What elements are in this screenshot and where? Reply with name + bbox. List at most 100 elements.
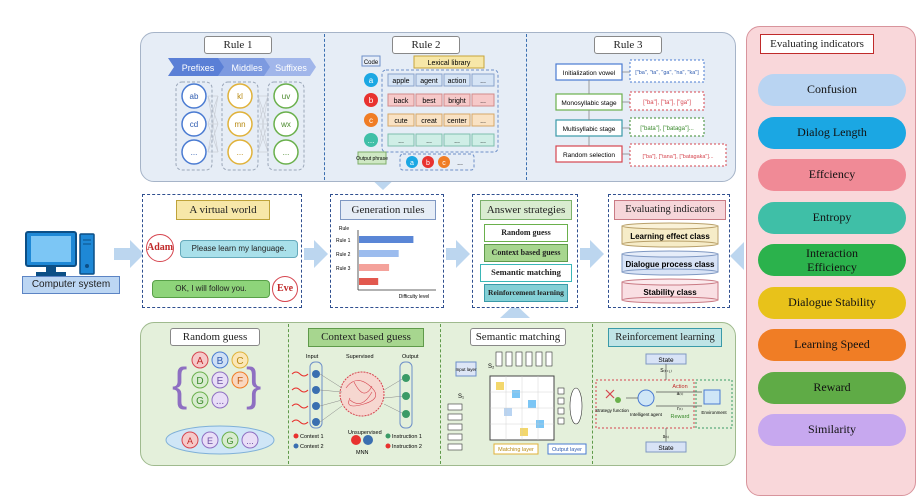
random-letter-f: F — [237, 376, 243, 387]
message-eve: OK, I will follow you. — [152, 280, 270, 298]
context-supervised-label: Supervised — [346, 354, 374, 360]
random-letter-g: G — [196, 396, 204, 407]
rule3-stage-4: Random selection — [563, 152, 615, 159]
adam-label: Adam — [147, 242, 174, 253]
context-mnn-label: MNN — [356, 450, 369, 456]
rule2-out-c: c — [442, 160, 446, 167]
computer-icon — [25, 231, 95, 276]
random-letter-d: D — [196, 376, 203, 387]
rule2-title: Rule 2 — [392, 36, 460, 54]
context-guess-graph: Input Supervised Output Unsupervised MNN… — [291, 354, 422, 456]
rule1-middle-3: ... — [237, 148, 244, 157]
rule2-code-b: b — [369, 96, 374, 105]
semantic-title: Semantic matching — [470, 328, 566, 346]
indicator-interaction-efficiency: Interaction Efficiency — [758, 244, 906, 276]
context-unsupervised-label: Unsupervised — [348, 430, 382, 436]
rule2-code-a: a — [369, 76, 374, 85]
rule2-cell-1-1: best — [422, 98, 435, 105]
rule2-out-a: a — [410, 160, 414, 167]
random-result-4: ... — [246, 436, 254, 446]
generation-bar-1 — [359, 236, 414, 243]
rule1-header-2: Middles — [231, 63, 263, 73]
eval-class-learning: Learning effect class — [630, 232, 710, 241]
rule1-title: Rule 1 — [204, 36, 272, 54]
semantic-matching-layer: Matching layer — [498, 447, 534, 453]
rule2-cell-3-0: ... — [398, 138, 404, 145]
rule3-stage-3: Multisyllabic stage — [563, 126, 616, 133]
rule2-cell-2-2: center — [447, 118, 467, 125]
rule2-code-label: Code — [364, 60, 379, 66]
indicator-learning-speed: Learning Speed — [758, 329, 906, 361]
rule3-stage-1: Initialization vowel — [563, 70, 616, 77]
eval-center-cylinders: Learning effect class Dialogue process c… — [621, 222, 719, 304]
rule1-prefix-1: ab — [190, 92, 199, 101]
rule2-cell-2-3: ... — [480, 118, 486, 125]
computer-system — [8, 228, 112, 290]
rl-action: Action — [672, 384, 687, 390]
message-adam: Please learn my language. — [180, 240, 298, 258]
random-brace-right: } — [246, 358, 261, 410]
rule1-suffix-1: uv — [282, 92, 290, 101]
rule3-output-1: ["ba", "ta", "ga", "na", "ka"] — [635, 70, 699, 76]
eval-class-dialogue: Dialogue process class — [626, 260, 715, 269]
rules-divider-1 — [324, 34, 325, 180]
rl-a-t: a₍ₜ₎ — [677, 391, 684, 397]
answer-random-guess: Random guess — [484, 224, 568, 242]
indicator-similarity: Similarity — [758, 414, 906, 446]
rl-strategy-function: Strategy function — [595, 408, 629, 413]
context-instruction2: Instruction 2 — [392, 444, 422, 450]
answer-reinforcement-learning: Reinforcement learning — [484, 284, 568, 302]
generation-title: Generation rules — [340, 200, 436, 220]
random-result-2: E — [207, 436, 213, 446]
rules-divider-2 — [526, 34, 527, 180]
rl-graph: State S₍ₜ₊₁₎ Strategy function Intellige… — [595, 353, 733, 453]
semantic-s1: S₁ — [458, 394, 464, 400]
random-letter-c: C — [236, 356, 243, 367]
rule2-cell-1-3: ... — [480, 98, 486, 105]
rule1-suffix-2: wx — [280, 120, 291, 129]
context-output-label: Output — [402, 354, 419, 360]
context-instruction1: Instruction 1 — [392, 434, 422, 440]
rule3-graph: Initialization vowel Monosyllabic stage … — [555, 59, 727, 167]
context-guess-title: Context based guess — [308, 328, 424, 347]
answer-semantic-matching: Semantic matching — [480, 264, 572, 282]
generation-bar-3 — [359, 264, 390, 271]
rule2-out-b: b — [426, 160, 430, 167]
rule1-graph: Prefixes Middles Suffixes ab cd ... kl m… — [168, 58, 316, 171]
generation-bar-label-2: Rule 2 — [336, 252, 351, 258]
rule3-output-2: ["ba"], ["ta"], ["ga"] — [643, 100, 691, 106]
random-letter-h: ... — [216, 396, 224, 407]
indicator-confusion: Confusion — [758, 74, 906, 106]
rl-environment: Environment — [701, 410, 727, 415]
bottom-divider-1 — [288, 324, 289, 464]
generation-axis-y: Rule — [339, 226, 350, 232]
bottom-divider-2 — [440, 324, 441, 464]
rule2-cell-0-2: action — [448, 78, 467, 85]
rule2-cell-0-0: apple — [392, 78, 409, 85]
context-context1: Context 1 — [300, 434, 324, 440]
generation-bar-label-3: Rule 3 — [336, 266, 351, 272]
rl-agent: Intelligent agent — [630, 412, 663, 417]
rule2-cell-0-3: ... — [480, 78, 486, 85]
indicator-effciency: Effciency — [758, 159, 906, 191]
indicator-reward: Reward — [758, 371, 906, 404]
answer-title: Answer strategies — [480, 200, 572, 220]
bottom-divider-3 — [592, 324, 593, 464]
semantic-input-layer: Input layer — [455, 367, 477, 372]
virtual-world-title: A virtual world — [176, 200, 270, 220]
random-letter-b: B — [217, 356, 224, 367]
rule2-cell-1-2: bright — [448, 98, 466, 105]
rule2-cell-1-0: back — [394, 98, 409, 105]
rule2-code-c: c — [369, 116, 373, 125]
indicator-dialogue-stability: Dialogue Stability — [758, 286, 906, 319]
rule2-graph: Code Lexical library a b c ... apple age… — [356, 55, 499, 171]
rl-reward: Reward — [671, 414, 690, 420]
rule2-cell-3-1: ... — [426, 138, 432, 145]
rule2-code-more: ... — [368, 136, 375, 145]
rule1-suffix-3: ... — [283, 148, 290, 157]
context-context2: Context 2 — [300, 444, 324, 450]
rule3-output-4: ["ba"], ["tana"], ["batagaka"]... — [642, 154, 714, 160]
random-brace-left: { — [172, 358, 187, 410]
rule2-cell-2-1: creat — [421, 118, 437, 125]
